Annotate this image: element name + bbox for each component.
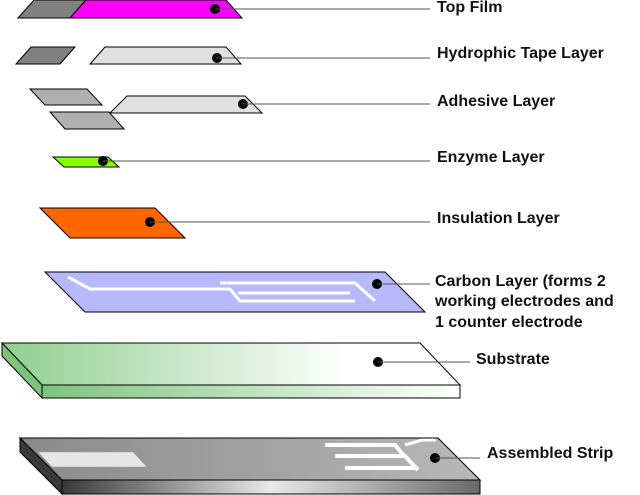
sample-window: [37, 451, 148, 468]
assembled-strip: [18, 436, 482, 495]
label-top-film: Top Film: [437, 0, 502, 16]
label-hydrophic-tape: Hydrophic Tape Layer: [437, 45, 604, 62]
label-enzyme: Enzyme Layer: [437, 149, 545, 166]
label-substrate: Substrate: [476, 351, 550, 368]
substrate-layer: [0, 341, 470, 400]
label-carbon-line2: working electrodes and: [434, 293, 614, 310]
label-carbon-line1: Carbon Layer (forms 2: [435, 273, 606, 290]
label-adhesive: Adhesive Layer: [437, 93, 555, 110]
hydrophic-tape-layer: [14, 46, 430, 65]
enzyme-layer: [51, 156, 430, 168]
label-carbon-line3: 1 counter electrode: [435, 314, 583, 331]
carbon-layer: [43, 271, 430, 313]
adhesive-layer: [28, 88, 430, 130]
label-assembled-strip: Assembled Strip: [487, 445, 613, 462]
label-insulation: Insulation Layer: [437, 210, 560, 227]
insulation-layer: [38, 207, 430, 239]
top-film-layer: [16, 0, 430, 19]
